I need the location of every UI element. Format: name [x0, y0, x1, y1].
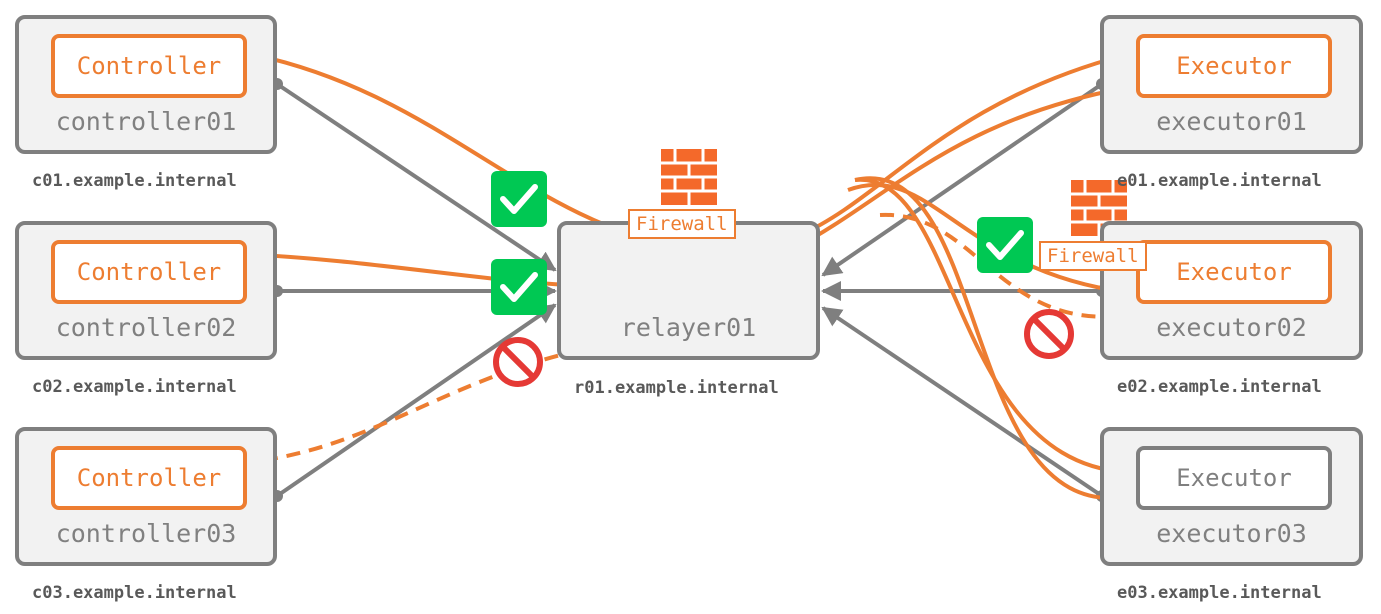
connection-c03-relayer — [275, 303, 557, 498]
blocked-flows — [240, 212, 1142, 465]
host-name: executor03 — [1156, 519, 1307, 548]
process-controller: Controller — [51, 240, 247, 304]
process-executor: Executor — [1136, 240, 1332, 304]
connection-e01-relayer — [821, 82, 1104, 277]
dns-label: r01.example.internal — [574, 378, 779, 398]
host-executor03: Executor executor03 — [1100, 427, 1363, 566]
process-executor: Executor — [1136, 446, 1332, 510]
blocked-icon — [493, 337, 543, 387]
host-name: executor02 — [1156, 313, 1307, 342]
connection-e03-relayer — [821, 306, 1104, 498]
dns-label: e02.example.internal — [1117, 377, 1322, 397]
firewall-label: Firewall — [1039, 241, 1147, 271]
host-name: executor01 — [1156, 107, 1307, 136]
flow-to-e03-a — [854, 177, 1127, 481]
dns-label: e03.example.internal — [1117, 583, 1322, 603]
check-icon — [491, 259, 547, 315]
host-controller03: Controller controller03 — [15, 427, 277, 566]
host-name: controller02 — [55, 313, 237, 342]
check-icon — [491, 171, 547, 227]
host-executor02: Executor executor02 — [1100, 221, 1363, 360]
dns-label: c03.example.internal — [32, 583, 237, 603]
flow-e02-blocked — [879, 212, 1142, 327]
connection-c01-relayer — [275, 82, 557, 272]
host-executor01: Executor executor01 — [1100, 15, 1363, 154]
host-relayer01: relayer01 — [557, 221, 820, 360]
host-name: relayer01 — [620, 313, 757, 342]
dns-label: c02.example.internal — [32, 377, 237, 397]
check-icon — [977, 217, 1033, 273]
dns-label: e01.example.internal — [1117, 171, 1322, 191]
firewall-label: Firewall — [628, 209, 736, 239]
process-controller: Controller — [51, 446, 247, 510]
process-controller: Controller — [51, 34, 247, 98]
flow-c03-blocked — [240, 335, 620, 465]
dns-label: c01.example.internal — [32, 171, 237, 191]
firewall-icon — [661, 149, 717, 205]
flow-to-e03-b — [854, 176, 1127, 510]
process-executor: Executor — [1136, 34, 1332, 98]
host-controller01: Controller controller01 — [15, 15, 277, 154]
host-name: controller03 — [55, 519, 237, 548]
host-name: controller01 — [55, 107, 237, 136]
host-controller02: Controller controller02 — [15, 221, 277, 360]
blocked-icon — [1024, 309, 1074, 359]
